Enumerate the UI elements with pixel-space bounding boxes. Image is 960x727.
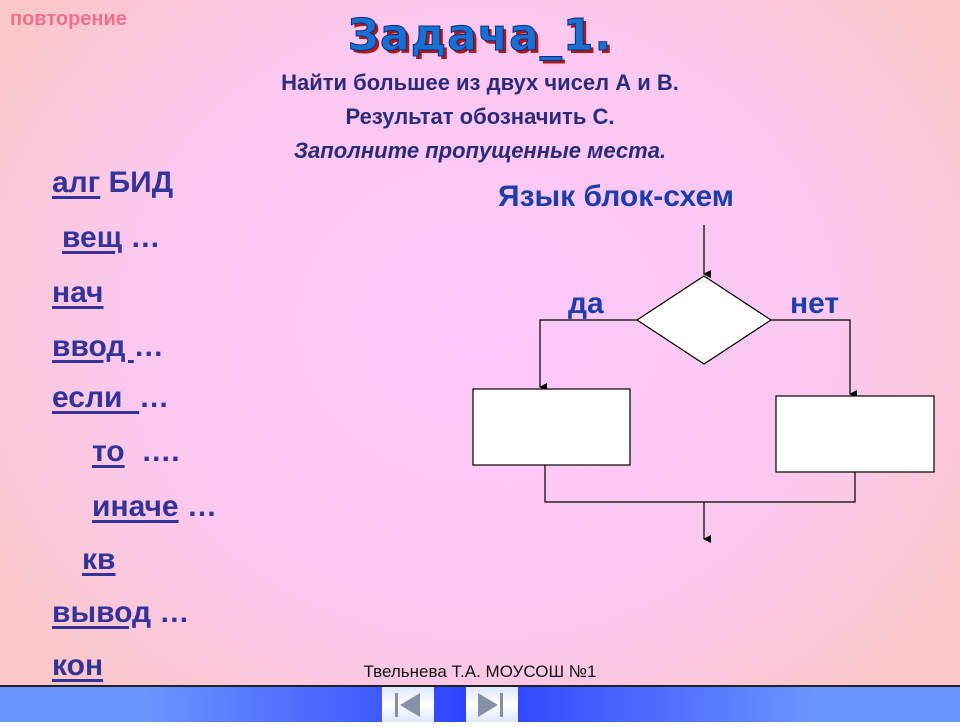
author-footer: Твельнева Т.А. МОУСОШ №1 [363, 662, 597, 681]
code-line: алг БИД [52, 166, 173, 200]
code-line: кв [82, 543, 115, 577]
page-title: Задача_1. [347, 10, 613, 62]
keyword-link[interactable]: алг [52, 166, 101, 199]
code-text: … [139, 381, 170, 414]
code-text: БИД [100, 166, 174, 199]
task-result-text: Результат обозначить С. [345, 104, 615, 129]
keyword-link[interactable]: то [92, 435, 125, 468]
code-line: то …. [92, 435, 180, 469]
no-process-box [775, 395, 935, 473]
keyword-link[interactable]: кв [82, 543, 116, 576]
code-line: если … [52, 381, 169, 415]
repeat-link[interactable]: повторение [10, 8, 127, 30]
decision-diamond [635, 275, 773, 365]
yes-branch-arrow [539, 319, 637, 391]
no-branch-arrow [771, 319, 857, 398]
prev-slide-button[interactable] [382, 687, 434, 722]
code-text: … [151, 596, 190, 629]
merge-line [544, 465, 856, 503]
code-text: … [178, 490, 217, 523]
keyword-link[interactable]: иначе [92, 490, 179, 523]
keyword-link[interactable]: если [52, 381, 140, 414]
keyword-link[interactable]: нач [52, 276, 104, 309]
yes-process-box [472, 388, 631, 466]
task-text: Найти большее из двух чисел А и В. [281, 70, 679, 95]
keyword-link[interactable]: вывод [52, 596, 152, 629]
code-line: ввод … [52, 330, 164, 364]
code-line: нач [52, 276, 103, 310]
code-line: иначе … [92, 490, 217, 524]
code-text: … [122, 221, 161, 254]
no-label: нет [790, 287, 840, 320]
skip-forward-icon [478, 693, 503, 717]
navigation-bar [0, 685, 960, 722]
keyword-link[interactable]: вещ [62, 221, 123, 254]
code-line: кон [52, 649, 103, 683]
code-text: …. [124, 435, 180, 468]
instruction-text: Заполните пропущенные места. [293, 138, 667, 163]
keyword-link[interactable]: кон [52, 649, 104, 682]
code-text: … [133, 330, 164, 363]
yes-label: да [568, 287, 604, 320]
flowchart-title: Язык блок-схем [498, 180, 734, 213]
keyword-link[interactable]: ввод [52, 330, 134, 363]
code-line: вывод … [52, 596, 189, 630]
code-line: вещ … [62, 221, 160, 255]
next-slide-button[interactable] [466, 687, 518, 722]
skip-back-icon [395, 693, 420, 717]
